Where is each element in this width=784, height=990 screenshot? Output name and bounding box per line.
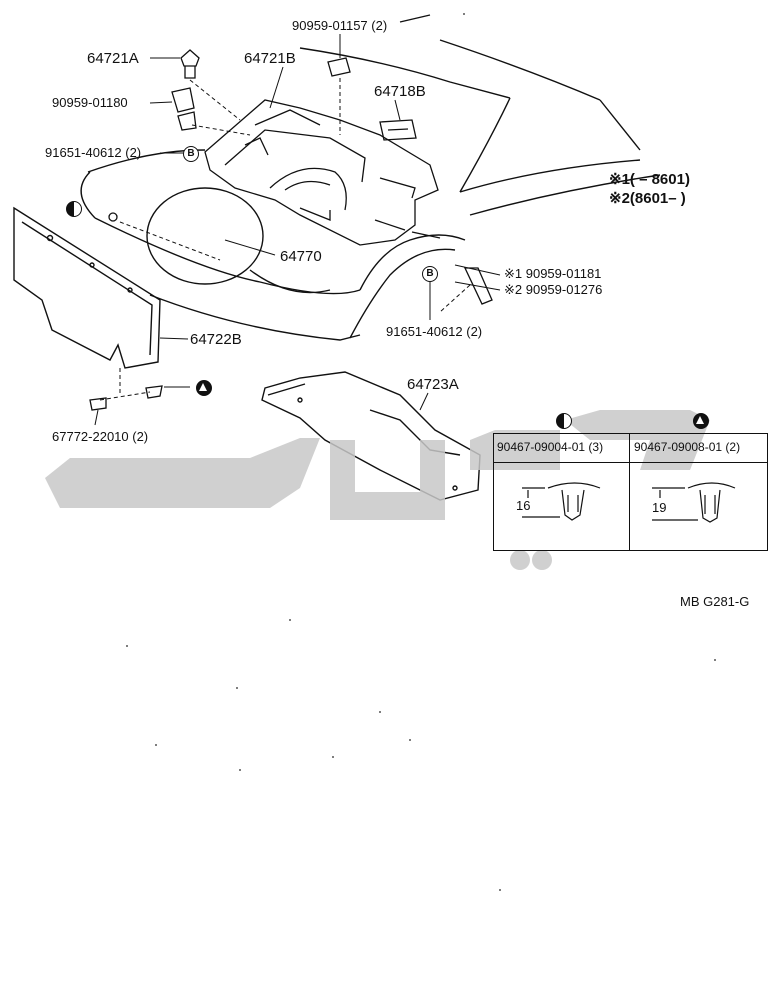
label-91651-40612-top: 91651-40612 (2) <box>45 145 142 160</box>
triangle-circle-icon <box>196 380 212 396</box>
scan-specks <box>126 13 716 891</box>
table-col2-dimension: 19 <box>652 500 667 515</box>
clip-64721A <box>180 49 200 79</box>
reference-code: MB G281-G <box>680 594 750 609</box>
clip-spec-table: 90467-09004-01 (3) 90467-09008-01 (2) 16… <box>493 433 768 551</box>
half-filled-circle-icon <box>556 413 572 429</box>
bracket-90959-01180 <box>171 87 197 131</box>
label-64770: 64770 <box>280 248 322 265</box>
triangle-circle-icon <box>693 413 709 429</box>
clip-drawing-1 <box>522 482 601 521</box>
table-header-line <box>494 462 767 463</box>
car-body-outline <box>80 14 661 341</box>
table-col1-dimension: 16 <box>516 498 531 513</box>
clip-drawing-2 <box>652 482 736 523</box>
dashed-guides <box>99 78 471 401</box>
label-67772-22010: 67772-22010 (2) <box>52 429 149 444</box>
watermark-logo <box>45 410 710 570</box>
label-64723A: 64723A <box>407 376 459 393</box>
label-64718B: 64718B <box>374 83 426 100</box>
label-90959-01276: ※2 90959-01276 <box>504 282 603 297</box>
table-col2-header: 90467-09008-01 (2) <box>634 440 741 454</box>
leader-lines <box>94 34 501 426</box>
legend-line-2: ※2(8601– ) <box>609 190 686 207</box>
table-col1-header: 90467-09004-01 (3) <box>497 440 604 454</box>
label-90959-01157: 90959-01157 (2) <box>292 18 388 33</box>
trunk-floor-pan <box>204 99 439 246</box>
label-91651-40612-right: 91651-40612 (2) <box>386 324 483 339</box>
trunk-board-64722B <box>13 206 161 369</box>
bracket-90959-01157 <box>327 57 351 77</box>
clip-67772 <box>89 212 163 411</box>
spare-tire <box>146 187 331 294</box>
bracket-90959-01181 <box>463 267 493 305</box>
half-filled-circle-icon <box>66 201 82 217</box>
label-64721B: 64721B <box>244 50 296 67</box>
b-circle-icon: B <box>422 266 438 282</box>
label-64722B: 64722B <box>190 331 242 348</box>
cover-64718B <box>379 119 417 141</box>
b-circle-icon: B <box>183 146 199 162</box>
table-divider <box>629 434 630 550</box>
legend-line-1: ※1( – 8601) <box>609 171 690 188</box>
label-90959-01180: 90959-01180 <box>52 95 128 110</box>
label-90959-01181: ※1 90959-01181 <box>504 266 602 281</box>
label-64721A: 64721A <box>87 50 139 67</box>
